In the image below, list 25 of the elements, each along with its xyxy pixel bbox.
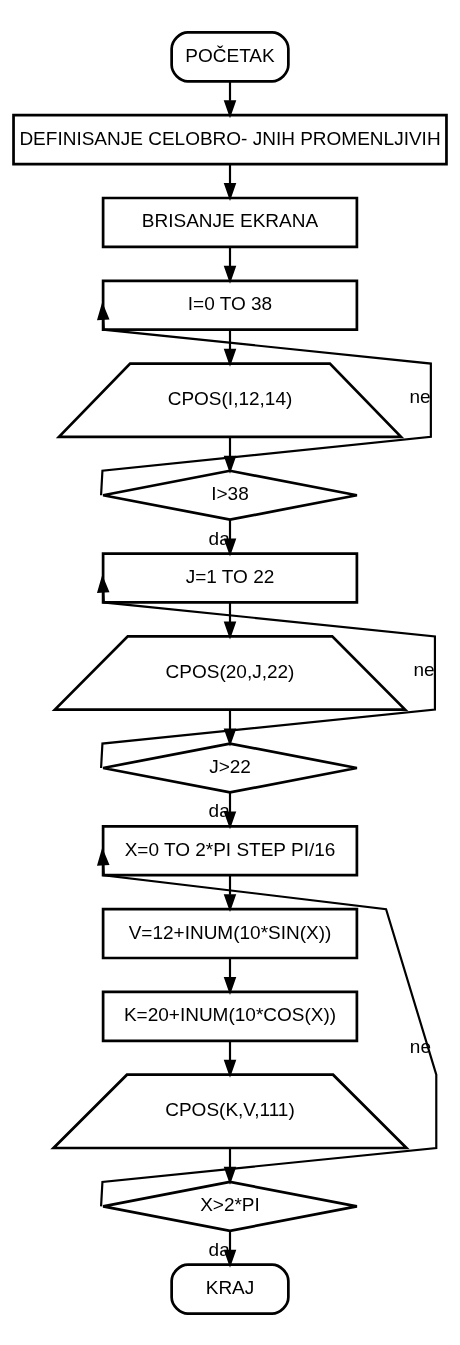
arrow [223,163,237,201]
edge-label: ne [409,385,431,407]
arrow [223,874,237,912]
node-box: BRISANJE EKRANA [101,196,359,248]
node-box: K=20+INUM(10*COS(X)) [101,990,359,1042]
node-diamond: I>38 [101,468,359,521]
node-box: KRAJ [170,1262,290,1315]
arrow [223,80,237,118]
node-box: V=12+INUM(10*SIN(X)) [101,907,359,959]
node-box: J=1 TO 22 [101,551,359,604]
arrow [96,574,436,768]
arrow [223,246,237,284]
node-diamond: J>22 [101,741,359,794]
arrow [223,957,237,995]
edge-label: ne [413,658,435,679]
node-diamond: X>2*PI [101,1180,359,1232]
arrow [223,329,237,367]
arrow [223,602,237,639]
node-box: DEFINISANJE CELOBRO- JNIH PROMENLJIVIH [12,113,448,165]
arrow [223,1040,237,1078]
node-box: I=0 TO 38 [101,278,359,331]
arrow [96,301,432,495]
node-box: X=0 TO 2*PI STEP PI/16 [101,824,359,877]
node-box: POČETAK [170,30,290,83]
arrow [96,847,438,1206]
